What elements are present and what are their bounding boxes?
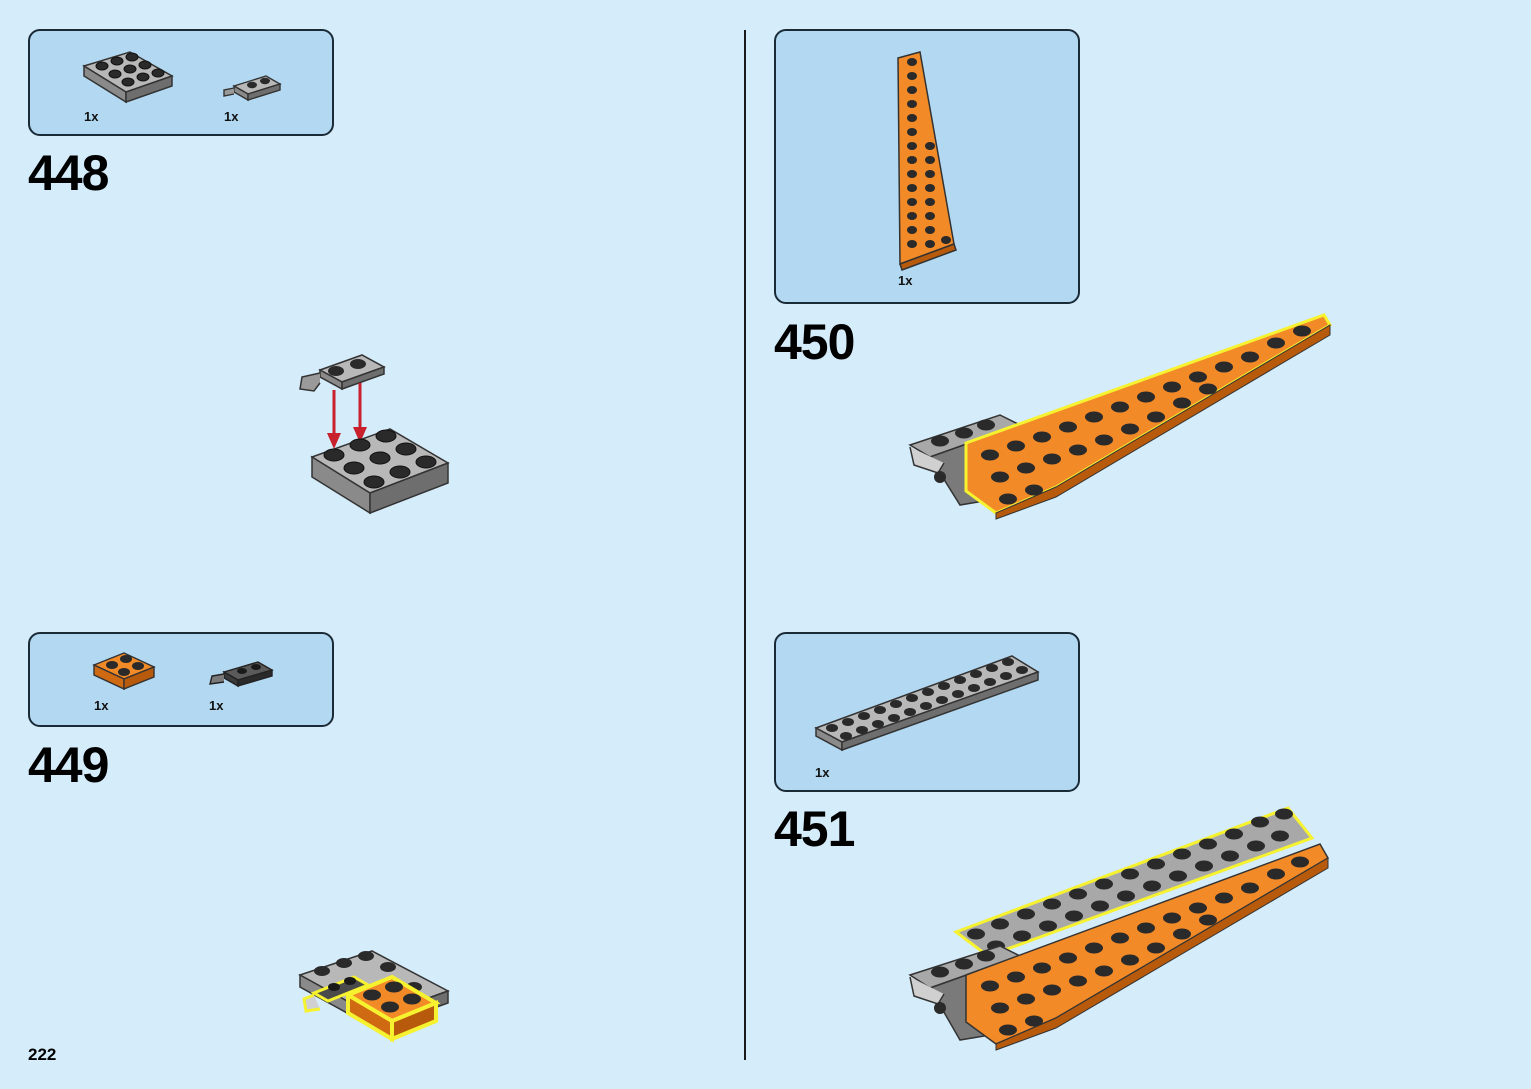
assembly-448: [299, 354, 450, 515]
part-gray-1x12-plate: [814, 655, 1040, 752]
qty-448-a: 1x: [84, 109, 99, 124]
page-number: 222: [28, 1045, 57, 1064]
step-number-448: 448: [28, 145, 109, 201]
part-orange-wedge-plate: [897, 51, 957, 271]
parts-box-449: [28, 632, 334, 727]
assembly-450: [908, 313, 1333, 520]
page-divider: [744, 30, 746, 1060]
step-number-449: 449: [28, 737, 109, 793]
qty-449-b: 1x: [209, 698, 224, 713]
assembly-451: [908, 806, 1330, 1051]
qty-449-a: 1x: [94, 698, 109, 713]
qty-450-a: 1x: [898, 273, 913, 288]
parts-box-448: [28, 29, 334, 136]
qty-451-a: 1x: [815, 765, 830, 780]
qty-448-b: 1x: [224, 109, 239, 124]
part-orange-2x2-plate: [92, 652, 156, 691]
part-gray-3x3-plate: [82, 51, 174, 104]
assembly-449: [298, 950, 450, 1043]
step-number-451: 451: [774, 801, 855, 857]
part-dark-clip-plate: [209, 661, 274, 688]
step-number-450: 450: [774, 314, 855, 370]
part-gray-clip-plate: [223, 75, 282, 102]
